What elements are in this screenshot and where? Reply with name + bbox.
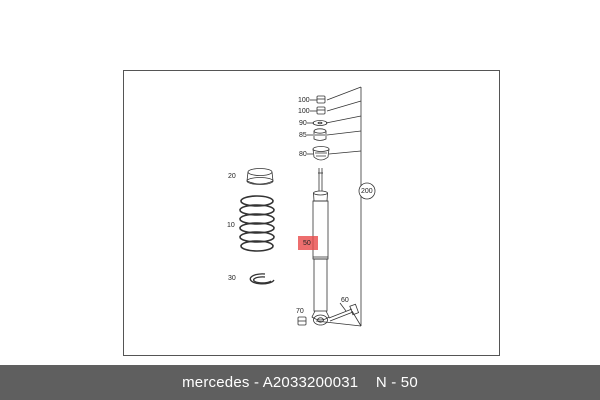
position-label: N - 50 (375, 374, 418, 391)
part-number: A2033200031 (262, 374, 359, 391)
brand-name: mercedes (182, 374, 250, 391)
bracket-line (328, 150, 362, 155)
bracket-line (326, 130, 362, 136)
bolt-part-60 (328, 302, 360, 322)
bracket-line (326, 86, 362, 101)
callout-85: 85 (299, 132, 307, 139)
callout-70: 70 (296, 308, 304, 315)
callout-10: 10 (227, 222, 235, 229)
circlip-part-30 (249, 273, 275, 285)
callout-200: 200 (361, 188, 373, 195)
coil-spring-part-10 (239, 195, 275, 252)
callout-50: 50 (303, 240, 311, 247)
assembly-callout-circle (358, 182, 376, 200)
bracket-line (325, 115, 362, 124)
callout-100b: 100 (298, 108, 310, 115)
nut-part-100b (316, 106, 326, 115)
washer-part-90 (312, 120, 328, 126)
diagram-drawing (239, 86, 376, 327)
spring-seat-part-20 (246, 168, 274, 185)
nut-part-100a (316, 95, 326, 104)
bracket-line (326, 100, 362, 112)
parts-diagram: 100 100 90 85 80 20 10 30 50 70 60 200 (123, 70, 500, 356)
nut-part-70 (297, 316, 307, 326)
callout-80: 80 (299, 151, 307, 158)
callout-60: 60 (341, 297, 349, 304)
footer-caption: mercedes - A2033200031 N - 50 (182, 374, 418, 391)
bushing-part-85 (313, 128, 327, 141)
mount-part-80 (312, 146, 330, 161)
callout-90: 90 (299, 120, 307, 127)
callout-30: 30 (228, 275, 236, 282)
bracket-line (351, 310, 362, 327)
caption-separator: - (249, 374, 263, 391)
shock-absorber-part-50 (311, 168, 330, 326)
callout-20: 20 (228, 173, 236, 180)
footer-bar: mercedes - A2033200031 N - 50 (0, 365, 600, 400)
highlight-marker (298, 236, 318, 250)
callout-100a: 100 (298, 97, 310, 104)
bracket-line (315, 320, 362, 327)
